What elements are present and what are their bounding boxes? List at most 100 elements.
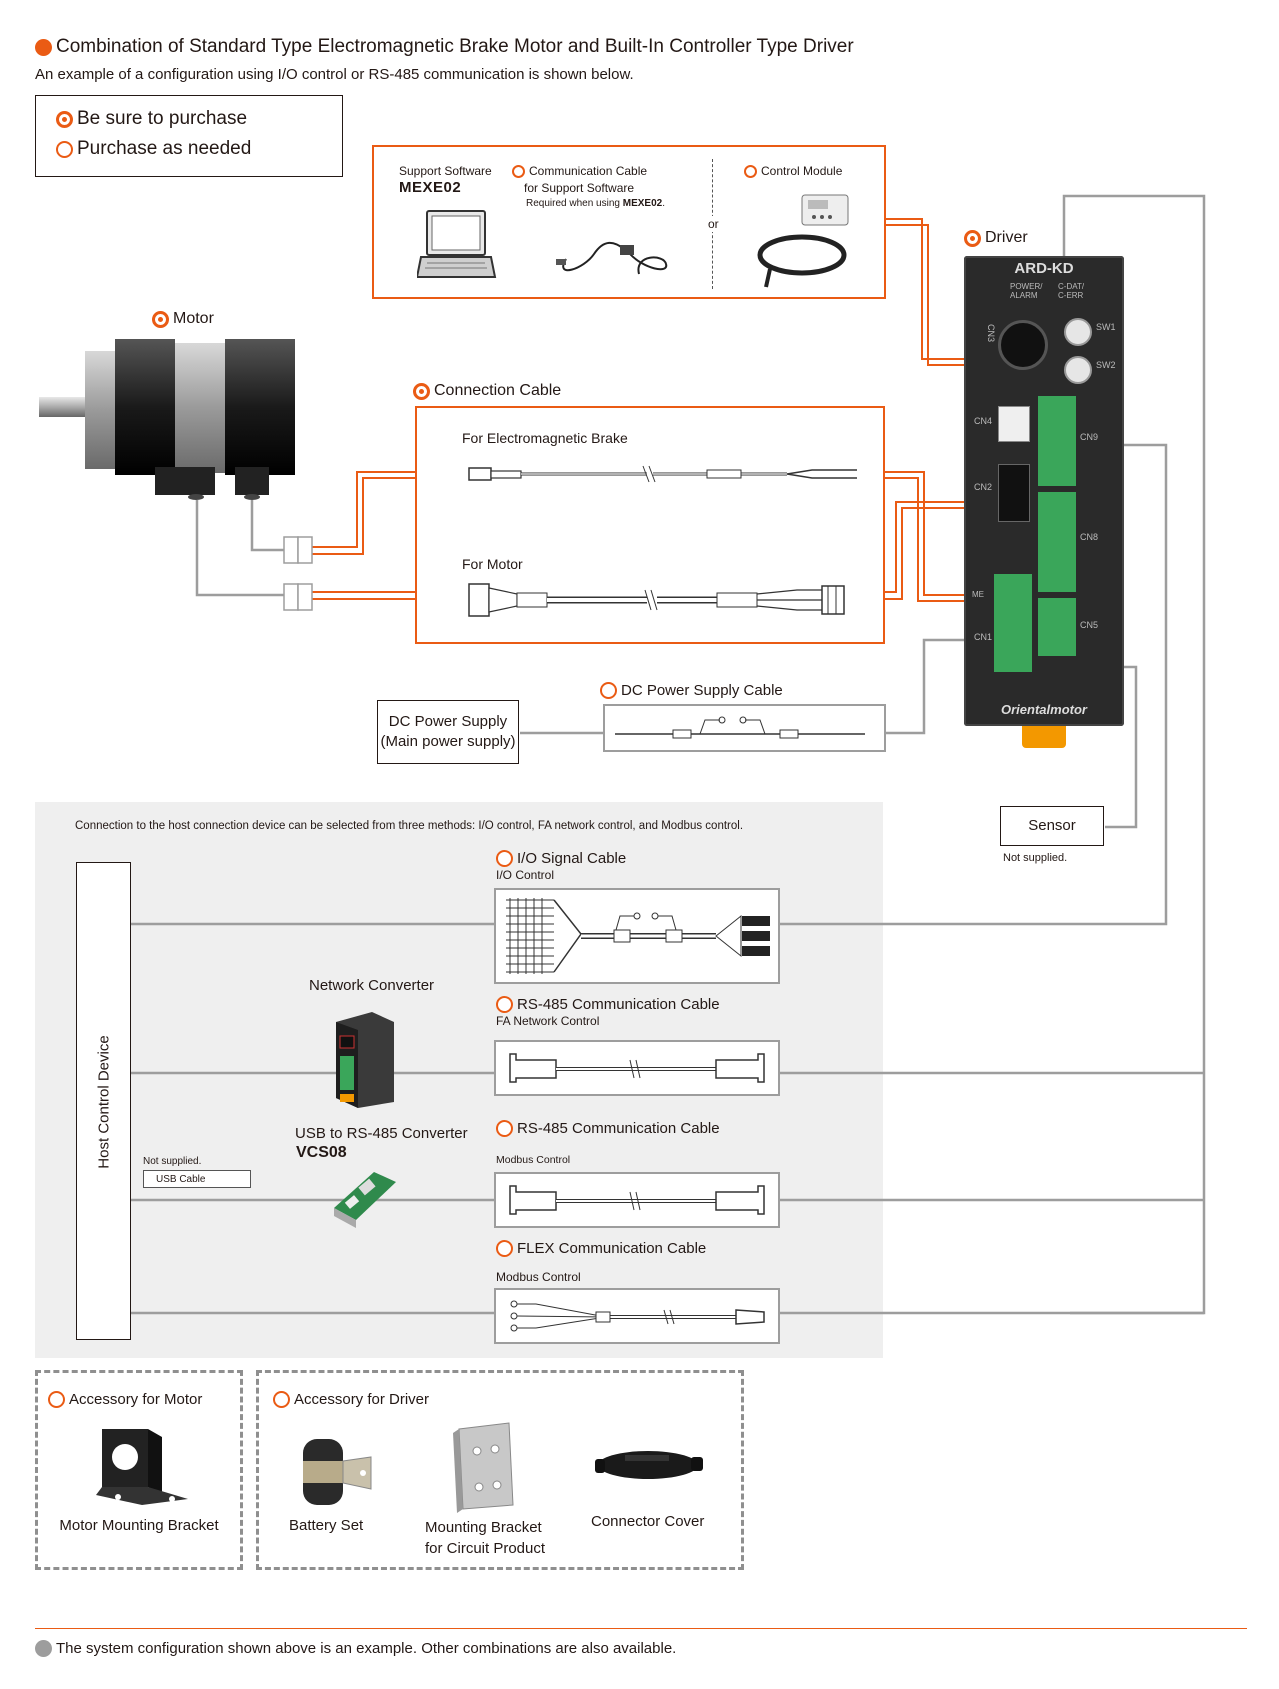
- accessory-motor-label: Accessory for Motor: [48, 1391, 202, 1408]
- cn9-terminal: [1038, 396, 1076, 486]
- usb-converter-icon: [334, 1172, 396, 1228]
- rs485-modbus-cable-label: RS-485 Communication Cable: [496, 1120, 720, 1137]
- cn4-connector: [998, 406, 1030, 442]
- optional-buy-icon: [496, 1240, 513, 1257]
- cn9-label: CN9: [1080, 432, 1099, 442]
- led-power-label: POWER/ALARM: [1010, 282, 1043, 300]
- flex-cable-icon: [510, 1300, 765, 1332]
- optional-buy-icon: [512, 164, 525, 178]
- me-label: ME: [972, 590, 984, 599]
- usb-cable-icon: [556, 241, 668, 275]
- footer-note: The system configuration shown above is …: [35, 1640, 676, 1657]
- driver-image: ARD-KD POWER/ALARM C-DAT/C-ERR CN3 SW1 S…: [964, 256, 1124, 726]
- optional-buy-icon: [496, 850, 513, 867]
- optional-buy-icon: [56, 140, 73, 158]
- cn2-connector: [998, 464, 1030, 522]
- network-converter-icon: [336, 1012, 394, 1108]
- rs485-fa-cable-box: [494, 1040, 780, 1096]
- cn3-label: CN3: [986, 323, 997, 343]
- page-subtitle: An example of a configuration using I/O …: [35, 66, 634, 83]
- accessory-driver-box: Accessory for Driver Battery Set Mountin…: [256, 1370, 744, 1570]
- connector-cover-icon: [595, 1451, 703, 1479]
- cn2-label: CN2: [974, 482, 993, 492]
- host-connection-note: Connection to the host connection device…: [75, 820, 744, 832]
- cn8-terminal: [1038, 492, 1076, 592]
- flex-cable-box: [494, 1288, 780, 1344]
- motor-label: Motor: [152, 310, 214, 328]
- accessory-driver-label: Accessory for Driver: [273, 1391, 429, 1408]
- control-module-label: Control Module: [744, 164, 842, 178]
- mounting-bracket-icon: [453, 1422, 514, 1513]
- must-buy-icon: [152, 310, 169, 328]
- comm-cable-note: Required when using MEXE02.: [526, 198, 665, 209]
- io-cable-box: [494, 888, 780, 984]
- or-label: or: [708, 216, 719, 232]
- connection-cable-label: Connection Cable: [413, 382, 561, 400]
- battery-set-label: Battery Set: [289, 1517, 364, 1534]
- rs485-fa-cable-label: RS-485 Communication Cable: [496, 996, 720, 1013]
- cn8-label: CN8: [1080, 532, 1099, 542]
- laptop-icon: [417, 210, 497, 278]
- motor-bracket-label: Motor Mounting Bracket: [59, 1517, 219, 1534]
- motor-image: [39, 339, 295, 500]
- led-comm-label: C-DAT/C-ERR: [1058, 282, 1085, 300]
- host-control-device-label: Host Control Device: [95, 1035, 113, 1169]
- flex-cable-sub: Modbus Control: [496, 1270, 581, 1284]
- optional-buy-icon: [744, 164, 757, 178]
- sensor-note: Not supplied.: [1003, 852, 1068, 864]
- mounting-bracket-label: Mounting Bracket for Circuit Product: [425, 1519, 546, 1557]
- optional-buy-icon: [496, 996, 513, 1013]
- optional-buy-icon: [273, 1391, 290, 1408]
- brake-cable-label: For Electromagnetic Brake: [462, 430, 628, 446]
- host-control-device-box: Host Control Device: [76, 862, 131, 1340]
- cn1-label: CN1: [974, 632, 993, 642]
- driver-label: Driver: [964, 229, 1028, 247]
- dc-power-supply-box: DC Power Supply (Main power supply): [377, 700, 519, 764]
- io-cable-sub: I/O Control: [496, 868, 555, 882]
- brake-cable-icon: [468, 465, 857, 483]
- driver-model: ARD-KD: [1014, 260, 1074, 277]
- motor-bracket-icon: [96, 1429, 188, 1505]
- support-software-label: Support Software: [399, 164, 492, 178]
- sw2-rotary-switch[interactable]: [1064, 356, 1092, 384]
- dc-power-cable-icon: [615, 716, 865, 739]
- legend-must: Be sure to purchase: [56, 108, 247, 130]
- page-title: Combination of Standard Type Electromagn…: [35, 36, 854, 58]
- cn3-port: [998, 320, 1048, 370]
- must-buy-icon: [56, 110, 73, 128]
- cn5-label: CN5: [1080, 620, 1099, 630]
- orange-bullet-icon: [35, 38, 52, 56]
- optional-buy-icon: [600, 682, 617, 699]
- usb-converter-label: USB to RS-485 Converter: [295, 1125, 468, 1142]
- must-buy-icon: [964, 229, 981, 247]
- connection-cable-box: For Electromagnetic Brake For Motor: [415, 406, 885, 644]
- dc-power-cable-box: [603, 704, 886, 752]
- optional-buy-icon: [48, 1391, 65, 1408]
- comm-cable-label: Communication Cable: [512, 164, 647, 178]
- sw1-rotary-switch[interactable]: [1064, 318, 1092, 346]
- rs485-modbus-cable-icon: [509, 1185, 765, 1215]
- battery-set-icon: [303, 1439, 372, 1505]
- flex-cable-label: FLEX Communication Cable: [496, 1240, 706, 1257]
- cn4-label: CN4: [974, 416, 993, 426]
- sw2-label: SW2: [1096, 360, 1116, 370]
- control-module-icon: [757, 194, 849, 288]
- legend-optional: Purchase as needed: [56, 138, 251, 160]
- sw1-label: SW1: [1096, 322, 1116, 332]
- legend-box: Be sure to purchase Purchase as needed: [35, 95, 343, 177]
- rs485-modbus-cable-box: [494, 1172, 780, 1228]
- io-cable-label: I/O Signal Cable: [496, 850, 626, 867]
- motor-cable-icon: [468, 583, 845, 617]
- driver-din-clip: [1022, 726, 1066, 748]
- optional-buy-icon: [496, 1120, 513, 1137]
- must-buy-icon: [413, 382, 430, 400]
- usb-converter-model: VCS08: [296, 1144, 347, 1161]
- cn1-terminal: [994, 574, 1032, 672]
- io-signal-cable-icon: [506, 898, 770, 974]
- accessory-motor-box: Accessory for Motor Motor Mounting Brack…: [35, 1370, 243, 1570]
- usb-cable-box: USB Cable: [143, 1170, 251, 1188]
- gray-bullet-icon: [35, 1640, 52, 1657]
- cn5-terminal: [1038, 598, 1076, 656]
- rs485-modbus-cable-sub: Modbus Control: [496, 1154, 571, 1166]
- network-converter-label: Network Converter: [309, 977, 435, 994]
